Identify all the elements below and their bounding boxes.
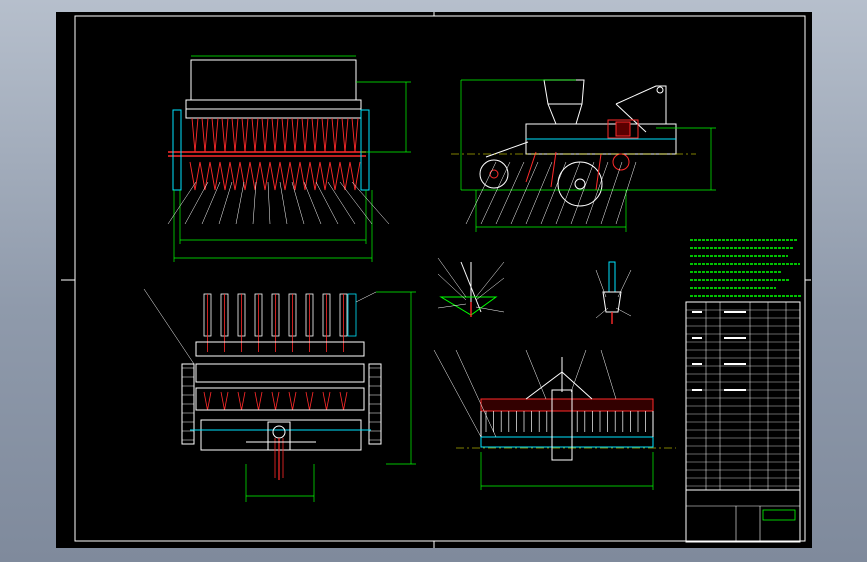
front-opener-tube (231, 117, 239, 153)
leader-line (495, 161, 525, 225)
front-opener-tube (301, 117, 309, 153)
front-opener-tube (251, 117, 259, 153)
front-opener-tube (291, 117, 299, 153)
front-opener-point (209, 161, 221, 191)
front-opener-tube (341, 117, 349, 153)
side-leaders (465, 161, 637, 225)
leader-line (201, 181, 221, 225)
front-opener-tube (271, 117, 279, 153)
leader-line (279, 181, 288, 225)
front-opener-point (239, 161, 251, 191)
parts-list-table (685, 301, 801, 543)
front-opener-tube (281, 117, 289, 153)
front-opener-point (339, 161, 351, 191)
front-opener-tube (321, 117, 329, 153)
seeding-unit-opener (203, 391, 212, 411)
leader-line (184, 181, 209, 225)
front-opener-point (269, 161, 281, 191)
front-opener-point (199, 161, 211, 191)
top-view (143, 288, 416, 502)
leader-line (252, 181, 257, 225)
drawing-sheet (56, 12, 812, 548)
top-seeding-units (203, 293, 357, 411)
seeding-unit-opener (339, 391, 348, 411)
front-opener-tube (211, 117, 219, 153)
leader-line (218, 181, 233, 225)
seeding-unit-opener (254, 391, 263, 411)
front-opener-tube (311, 117, 319, 153)
front-opener-point (229, 161, 241, 191)
front-opener-tube (351, 117, 359, 153)
leader-line (327, 181, 356, 225)
title-block (685, 301, 801, 543)
front-opener-point (259, 161, 271, 191)
front-opener-point (299, 161, 311, 191)
leader-line (315, 181, 339, 225)
technical-notes (690, 239, 802, 297)
front-leaders (167, 181, 390, 225)
front-opener-tube (191, 117, 199, 153)
leader-line (465, 161, 497, 225)
front-opener-tube (221, 117, 229, 153)
leader-line (600, 161, 623, 225)
front-opener-point (329, 161, 341, 191)
seeding-unit-opener (288, 391, 297, 411)
leader-line (585, 161, 609, 225)
front-opener-point (249, 161, 261, 191)
seeding-unit-opener (322, 391, 331, 411)
seeding-unit-opener (271, 391, 280, 411)
side-view (451, 79, 716, 232)
front-opener-tube (201, 117, 209, 153)
front-opener-point (349, 161, 361, 191)
leader-line (167, 181, 197, 225)
front-opener-tube (331, 117, 339, 153)
front-opener-point (189, 161, 201, 191)
leader-line (615, 161, 637, 225)
roller-view (433, 349, 676, 490)
leader-line (351, 181, 390, 225)
front-opener-point (219, 161, 231, 191)
leader-line (480, 161, 511, 225)
leader-line (339, 181, 373, 225)
front-openers (189, 117, 361, 191)
leader-line (235, 181, 245, 225)
front-opener-tube (261, 117, 269, 153)
leader-line (570, 161, 595, 225)
seeding-unit-opener (220, 391, 229, 411)
detail-a (437, 257, 505, 317)
seeding-unit-opener (305, 391, 314, 411)
front-opener-point (319, 161, 331, 191)
front-opener-point (279, 161, 291, 191)
leader-line (291, 181, 305, 225)
front-view (167, 55, 411, 262)
roller-tines (485, 411, 646, 432)
marker-unit (347, 293, 357, 337)
leader-line (267, 181, 271, 225)
leader-line (525, 161, 553, 225)
leader-line (303, 181, 322, 225)
leader-line (540, 161, 567, 225)
leader-line (555, 161, 581, 225)
leader-line (510, 161, 539, 225)
sheet-frame (61, 12, 811, 548)
front-opener-point (309, 161, 321, 191)
drawing-canvas (61, 12, 811, 548)
front-opener-point (289, 161, 301, 191)
detail-b (595, 261, 632, 324)
seeding-unit-opener (237, 391, 246, 411)
front-opener-tube (241, 117, 249, 153)
